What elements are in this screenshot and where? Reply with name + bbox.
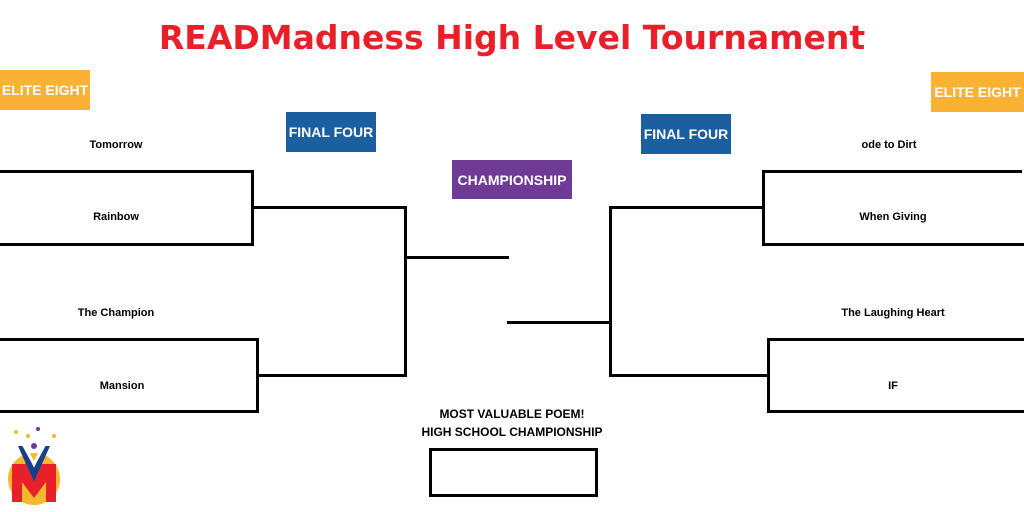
team-right-3: The Laughing Heart (841, 307, 945, 319)
mvp-heading: MOST VALUABLE POEM! (439, 407, 585, 421)
team-left-1: Tomorrow (89, 139, 143, 151)
mvp-winner-box (429, 448, 598, 497)
elite-eight-badge-right: ELITE EIGHT (931, 72, 1024, 112)
mvp-subheading: HIGH SCHOOL CHAMPIONSHIP (421, 425, 603, 439)
team-right-2: When Giving (859, 211, 927, 223)
team-left-3: The Champion (77, 307, 155, 319)
elite-eight-badge-left: ELITE EIGHT (0, 70, 90, 110)
page-title: READMadness High Level Tournament (158, 18, 866, 57)
readmadness-logo-icon (8, 427, 60, 505)
championship-badge: CHAMPIONSHIP (452, 160, 572, 199)
team-right-1: ode to Dirt (861, 139, 917, 151)
team-left-4: Mansion (99, 380, 145, 392)
final-four-badge-right: FINAL FOUR (641, 114, 731, 154)
team-left-2: Rainbow (93, 211, 139, 223)
team-right-4: IF (888, 380, 898, 392)
final-four-badge-left: FINAL FOUR (286, 112, 376, 152)
